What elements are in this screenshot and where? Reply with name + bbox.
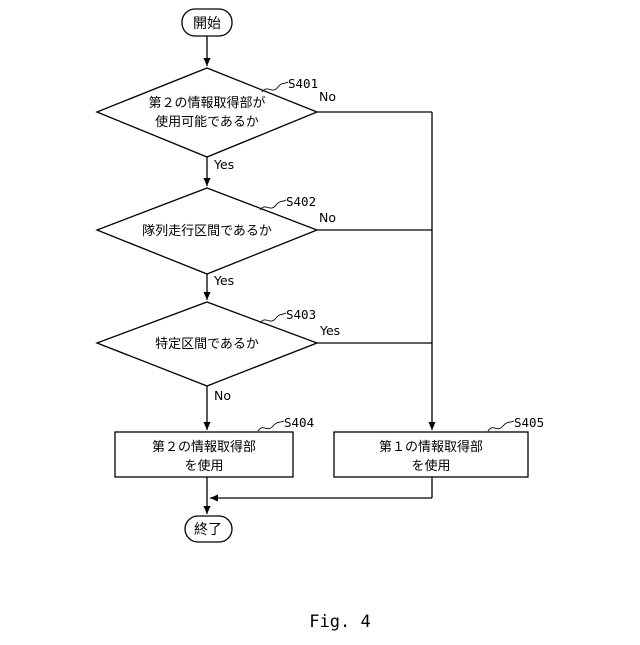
s404-step-label: S404	[284, 415, 314, 430]
s401-leader	[262, 82, 288, 92]
process-s404: 第２の情報取得部 を使用	[115, 432, 293, 477]
process-s404-line2: を使用	[184, 458, 223, 474]
s401-step-label: S401	[288, 76, 318, 91]
s403-step-label: S403	[286, 307, 316, 322]
decision-s403: 特定区間であるか	[97, 302, 317, 386]
start-terminal: 開始	[182, 9, 232, 36]
s403-exit-down-label: No	[214, 388, 231, 403]
s402-leader	[260, 200, 286, 210]
process-s404-line1: 第２の情報取得部	[152, 439, 256, 455]
decision-s401-line2: 使用可能であるか	[155, 114, 259, 130]
s402-exit-right-label: No	[319, 210, 336, 225]
process-s405-line1: 第１の情報取得部	[379, 439, 483, 455]
s401-exit-right-label: No	[319, 89, 336, 104]
decision-s403-text: 特定区間であるか	[155, 337, 259, 352]
decision-s401: 第２の情報取得部が 使用可能であるか	[97, 68, 317, 157]
decision-s401-line1: 第２の情報取得部が	[148, 95, 265, 111]
s404-leader	[258, 421, 284, 431]
start-label: 開始	[193, 16, 221, 32]
s402-step-label: S402	[286, 194, 316, 209]
process-s405: 第１の情報取得部 を使用	[334, 432, 528, 477]
end-terminal: 終了	[185, 516, 232, 542]
s403-leader	[260, 313, 286, 323]
s402-exit-down-label: Yes	[213, 273, 234, 288]
end-label: 終了	[194, 522, 222, 538]
s403-exit-right-label: Yes	[319, 323, 340, 338]
s405-step-label: S405	[514, 415, 544, 430]
process-s405-line2: を使用	[411, 458, 450, 474]
s401-exit-down-label: Yes	[213, 157, 234, 172]
decision-s402-text: 隊列走行区間であるか	[142, 223, 272, 239]
s405-leader	[488, 421, 514, 431]
figure-caption: Fig. 4	[309, 612, 370, 632]
